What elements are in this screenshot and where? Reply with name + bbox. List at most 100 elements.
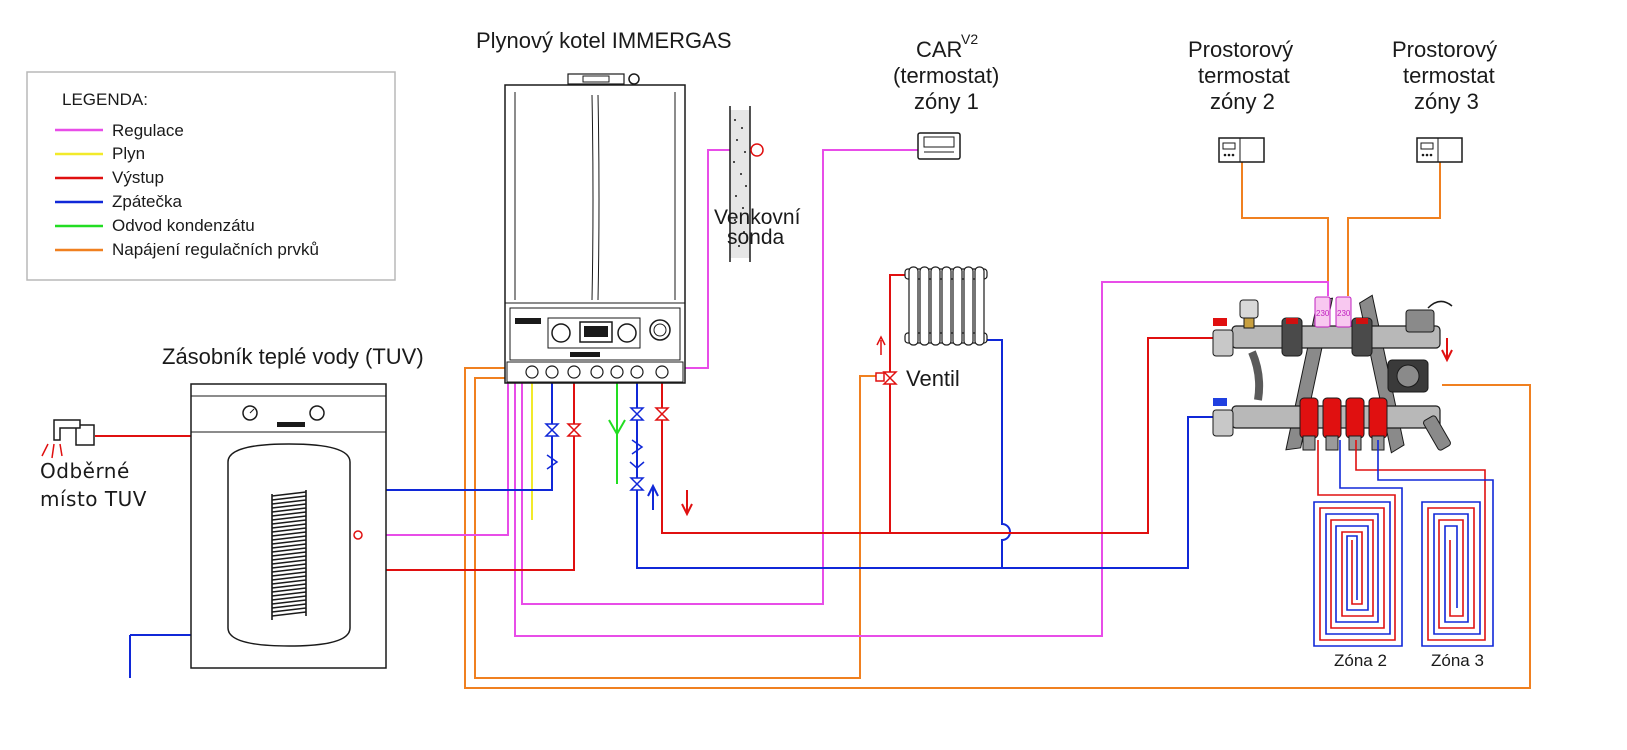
tank-label: Zásobník teplé vody (TUV) bbox=[162, 344, 424, 369]
coil-turn bbox=[271, 507, 307, 513]
tap-label-line2: místo TUV bbox=[40, 487, 147, 511]
tank-temp-sensor-icon bbox=[353, 530, 363, 540]
gas-boiler bbox=[504, 73, 686, 384]
valve-return-2-icon bbox=[629, 477, 645, 491]
pipe-flow-main bbox=[661, 337, 1225, 534]
legend-item-vystup: Výstup bbox=[112, 168, 164, 187]
coil-turn bbox=[271, 491, 307, 497]
condensate-funnel bbox=[608, 419, 626, 437]
legend-item-zpatecka: Zpátečka bbox=[112, 192, 182, 211]
legend-item-plyn: Plyn bbox=[112, 144, 145, 163]
legend-title: LEGENDA: bbox=[62, 90, 148, 109]
thermostat-3-label-line3: zóny 3 bbox=[1414, 89, 1479, 114]
zone-2-actuator bbox=[1314, 296, 1331, 328]
boiler-brand-plate bbox=[570, 352, 600, 357]
radiator bbox=[904, 266, 988, 346]
zone-valve-actuator-icon bbox=[875, 372, 885, 382]
coil-turn bbox=[271, 599, 307, 605]
pipe-tank-coil-flow bbox=[305, 380, 575, 571]
valve-tank-return-icon bbox=[544, 423, 560, 437]
pipe-radiator-return bbox=[985, 339, 1011, 568]
zone-2-loop-return bbox=[1313, 440, 1403, 647]
manifold-inlet-valve-return bbox=[1212, 409, 1234, 437]
legend-item-napajeni: Napájení regulačních prvků bbox=[112, 240, 319, 259]
coil-turn bbox=[271, 567, 307, 573]
valve-return-1-icon bbox=[629, 407, 645, 421]
coil-turn bbox=[271, 587, 307, 593]
coil-turn bbox=[271, 511, 307, 517]
wire-zone-actuators bbox=[514, 281, 1329, 637]
coil-turn bbox=[271, 583, 307, 589]
thermostat-2-label-line1: Prostorový bbox=[1188, 37, 1293, 62]
floor-heating-manifold: 230 230 bbox=[1212, 294, 1453, 454]
pipe-radiator-flow bbox=[889, 274, 907, 533]
wire-car-thermostat bbox=[521, 149, 918, 605]
coil-turn bbox=[271, 535, 307, 541]
valve-label: Ventil bbox=[906, 366, 960, 391]
zone-2-label: Zóna 2 bbox=[1334, 651, 1387, 670]
manifold-flow-arrow-icon bbox=[1441, 338, 1453, 363]
car-label-main: CAR bbox=[916, 37, 962, 62]
probe-label-line1: Venkovní bbox=[714, 206, 801, 229]
coil-turn bbox=[271, 527, 307, 533]
coil-turn bbox=[271, 575, 307, 581]
thermostat-3-label-line1: Prostorový bbox=[1392, 37, 1497, 62]
manifold-bypass bbox=[1248, 350, 1264, 401]
boiler-knob-right-icon bbox=[617, 323, 637, 343]
coil-turn bbox=[271, 563, 307, 569]
coil-turn bbox=[271, 539, 307, 545]
boiler-flue-clamp bbox=[628, 73, 640, 85]
outdoor-probe bbox=[729, 106, 764, 262]
tank-label-plate bbox=[277, 422, 305, 427]
boiler-flue bbox=[582, 75, 610, 83]
pipe-tank-coil-return bbox=[305, 380, 553, 491]
boiler-display-screen bbox=[584, 326, 608, 337]
pipe-network bbox=[95, 149, 1531, 689]
wire-tank-sensor bbox=[360, 380, 509, 536]
boiler-valves bbox=[544, 407, 670, 491]
return-flow-arrow-icon bbox=[647, 483, 659, 510]
thermostat-2-label-line2: termostat bbox=[1198, 63, 1290, 88]
return-valve-handle-icon bbox=[1213, 398, 1227, 406]
coil-turn bbox=[271, 523, 307, 529]
check-valve-return-icon bbox=[631, 439, 644, 455]
thermostat-2-label-line3: zóny 2 bbox=[1210, 89, 1275, 114]
hot-water-tank bbox=[190, 383, 387, 669]
tank-vessel bbox=[227, 443, 351, 647]
car-label-line3: zóny 1 bbox=[914, 89, 979, 114]
coil-turn bbox=[271, 543, 307, 549]
tap-label-line1: Odběrné bbox=[40, 459, 130, 483]
boiler-logo-strip bbox=[515, 318, 541, 324]
zone-valve-icon bbox=[882, 371, 898, 385]
coil-turn bbox=[271, 559, 307, 565]
manifold-mixing-valve bbox=[1405, 309, 1435, 333]
boiler-gauge-dial bbox=[653, 323, 667, 337]
boiler-connectors bbox=[525, 365, 669, 379]
coil-turn bbox=[271, 607, 307, 613]
tap-water-icon bbox=[41, 443, 63, 459]
supply-flow-arrow-icon bbox=[681, 490, 693, 517]
wire-power-thermostat-2 bbox=[1241, 162, 1329, 296]
zone-2-loop-flow bbox=[1317, 440, 1396, 641]
boiler-knob-left-icon bbox=[551, 323, 571, 343]
room-thermostat-2 bbox=[1218, 137, 1265, 163]
manifold-cable bbox=[1427, 300, 1453, 309]
zone-3-actuator bbox=[1335, 296, 1352, 328]
hot-water-tap bbox=[41, 419, 95, 459]
manifold-thermo-head bbox=[1423, 415, 1451, 451]
coil-turn bbox=[271, 571, 307, 577]
coil-turn bbox=[271, 611, 307, 617]
legend-frame bbox=[26, 71, 396, 281]
zone-3-label: Zóna 3 bbox=[1431, 651, 1484, 670]
coil-turn bbox=[271, 551, 307, 557]
thermostat-3-label-line2: termostat bbox=[1403, 63, 1495, 88]
car-label-line2: (termostat) bbox=[893, 63, 999, 88]
wire-power-outer bbox=[464, 367, 1531, 689]
zone-3-actuator-label: 230 bbox=[1337, 309, 1351, 318]
pipe-manifold-return bbox=[1002, 416, 1225, 569]
coil-sides bbox=[271, 490, 307, 620]
coil-turn bbox=[271, 595, 307, 601]
zone-2-actuator-label: 230 bbox=[1316, 309, 1330, 318]
pipe-return-main bbox=[636, 380, 1002, 569]
probe-label-line2: sonda bbox=[727, 226, 785, 249]
